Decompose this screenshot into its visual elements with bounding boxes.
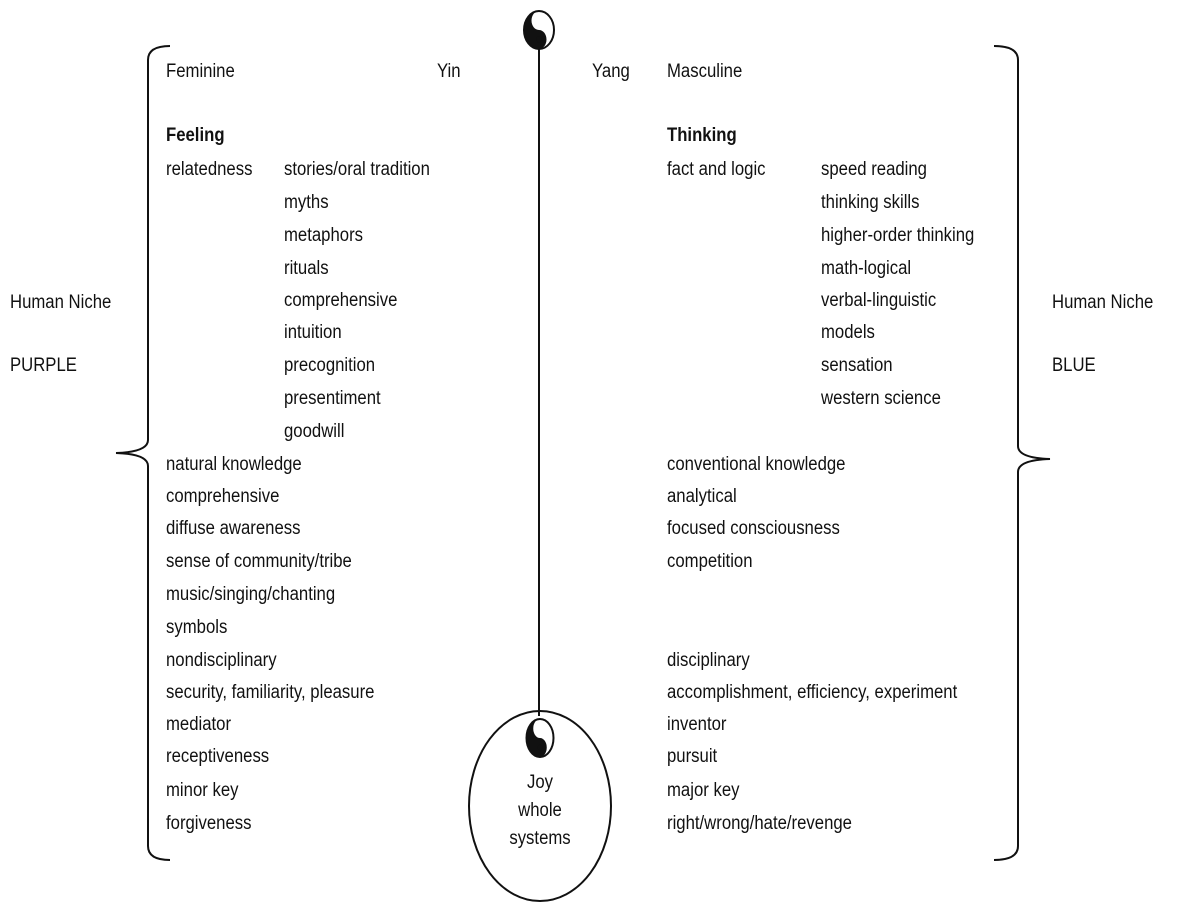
feeling-root: relatedness [166,159,253,180]
right-list-item: accomplishment, efficiency, experiment [667,682,958,703]
joy-ellipse [468,710,612,902]
feeling-item: precognition [284,355,376,376]
thinking-item: verbal-linguistic [821,290,937,311]
left-list-item: symbols [166,617,228,638]
right-brace [993,45,1051,861]
feeling-item: presentiment [284,388,381,409]
right-list-item: right/wrong/hate/revenge [667,813,852,834]
whole-label: whole [518,800,562,821]
right-list-item: focused consciousness [667,518,840,539]
thinking-item: western science [821,388,941,409]
systems-label: systems [509,828,571,849]
feeling-item: myths [284,192,329,213]
left-list-item: comprehensive [166,486,280,507]
feeling-item: intuition [284,322,342,343]
left-list-item: security, familiarity, pleasure [166,682,375,703]
feminine-label: Feminine [166,61,235,82]
thinking-item: speed reading [821,159,927,180]
right-list-item: major key [667,780,740,801]
left-list-item: nondisciplinary [166,650,277,671]
feeling-item: stories/oral tradition [284,159,430,180]
left-list-item: receptiveness [166,746,270,767]
right-color-label: BLUE [1052,355,1096,376]
thinking-item: models [821,322,875,343]
left-niche-label: Human Niche [10,292,112,313]
thinking-root: fact and logic [667,159,766,180]
left-list-item: mediator [166,714,232,735]
left-list-item: minor key [166,780,239,801]
right-list-item: inventor [667,714,727,735]
feeling-heading: Feeling [166,125,225,146]
left-list-item: sense of community/tribe [166,551,352,572]
feeling-item: rituals [284,258,329,279]
left-list-item: diffuse awareness [166,518,301,539]
thinking-item: sensation [821,355,893,376]
left-color-label: PURPLE [10,355,77,376]
right-niche-label: Human Niche [1052,292,1154,313]
feeling-item: comprehensive [284,290,398,311]
right-list-item: pursuit [667,746,718,767]
feeling-item: metaphors [284,225,364,246]
thinking-heading: Thinking [667,125,737,146]
masculine-label: Masculine [667,61,743,82]
left-list-item: forgiveness [166,813,252,834]
right-list-item: conventional knowledge [667,454,846,475]
yin-yang-icon [523,10,555,50]
thinking-item: higher-order thinking [821,225,975,246]
right-list-item: competition [667,551,753,572]
left-brace [115,45,171,861]
yang-label: Yang [592,61,630,82]
yin-label: Yin [437,61,461,82]
right-list-item: disciplinary [667,650,750,671]
feeling-item: goodwill [284,421,345,442]
left-list-item: music/singing/chanting [166,584,336,605]
left-list-item: natural knowledge [166,454,302,475]
thinking-item: math-logical [821,258,912,279]
yin-yang-icon [525,718,555,758]
joy-label: Joy [526,772,554,793]
thinking-item: thinking skills [821,192,920,213]
right-list-item: analytical [667,486,737,507]
